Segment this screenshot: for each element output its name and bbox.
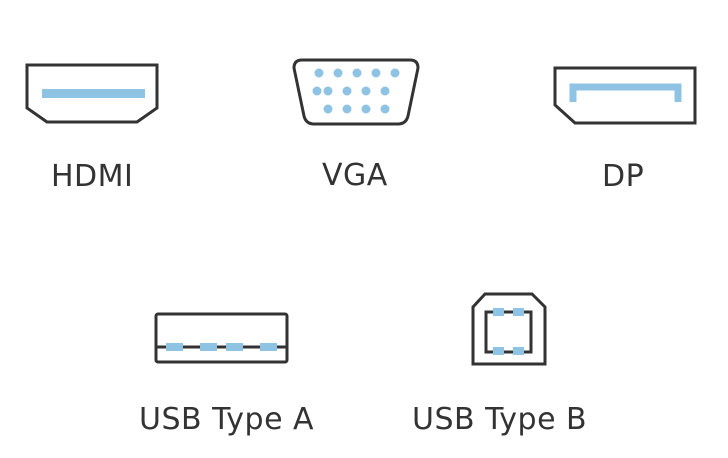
usb-type-a-port-icon [154,312,289,364]
usb-type-a-label: USB Type A [139,402,315,437]
hdmi-port-icon [25,63,159,124]
dp-label: DP [602,159,645,194]
usb-type-b-port-icon [471,292,547,366]
hdmi-label: HDMI [51,159,134,194]
displayport-icon [553,66,697,125]
usb-type-b-label: USB Type B [412,402,588,437]
vga-port-icon [292,58,420,126]
vga-label: VGA [322,158,388,193]
